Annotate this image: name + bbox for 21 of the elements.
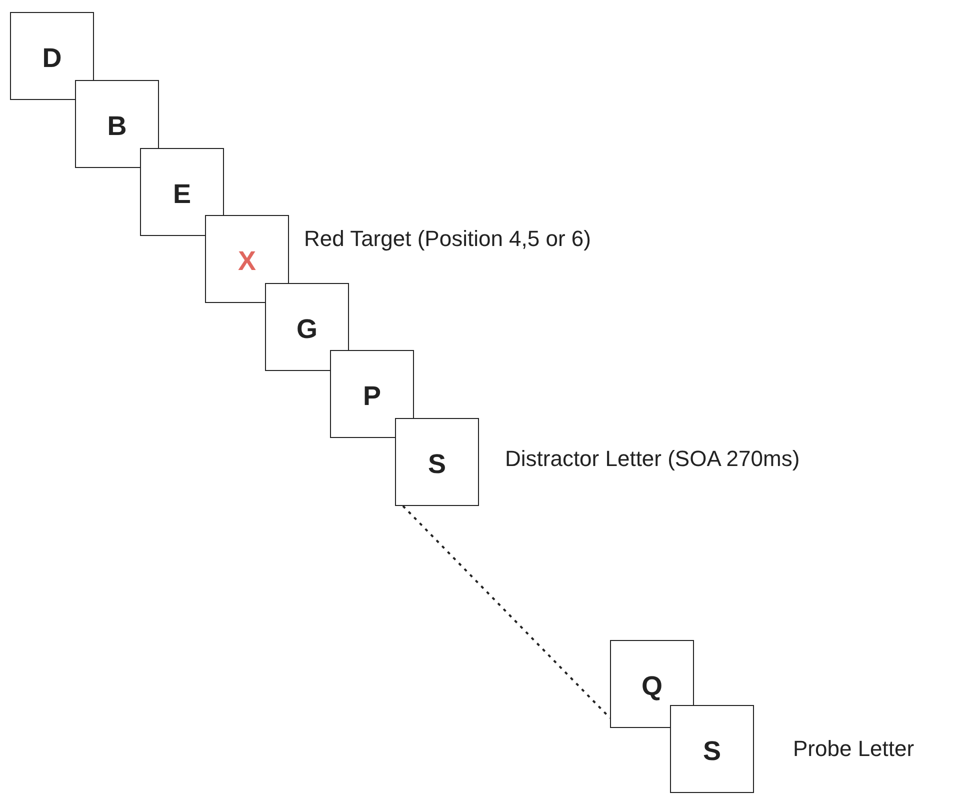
stimulus-letter: S (426, 449, 447, 479)
stimulus-letter: G (295, 314, 318, 344)
stimulus-letter: D (41, 43, 63, 73)
stimulus-caption: Probe Letter (793, 736, 914, 762)
stimulus-caption: Red Target (Position 4,5 or 6) (304, 226, 591, 252)
stimulus-letter: S (702, 736, 722, 766)
stimulus-letter: B (106, 111, 128, 141)
stimulus-letter: X (236, 246, 257, 276)
stimulus-letter: P (362, 381, 382, 411)
stimulus-square (610, 640, 694, 728)
stimulus-caption: Distractor Letter (SOA 270ms) (505, 446, 800, 472)
stimulus-letter: Q (640, 671, 664, 701)
stimulus-square (330, 350, 414, 438)
stimulus-square (10, 12, 94, 100)
stimulus-square (395, 418, 479, 506)
stimulus-square (140, 148, 224, 236)
stimulus-letter: E (172, 179, 192, 209)
stimulus-square (670, 705, 754, 793)
stimulus-square (205, 215, 289, 303)
stimulus-square (75, 80, 159, 168)
stimulus-square (265, 283, 349, 371)
